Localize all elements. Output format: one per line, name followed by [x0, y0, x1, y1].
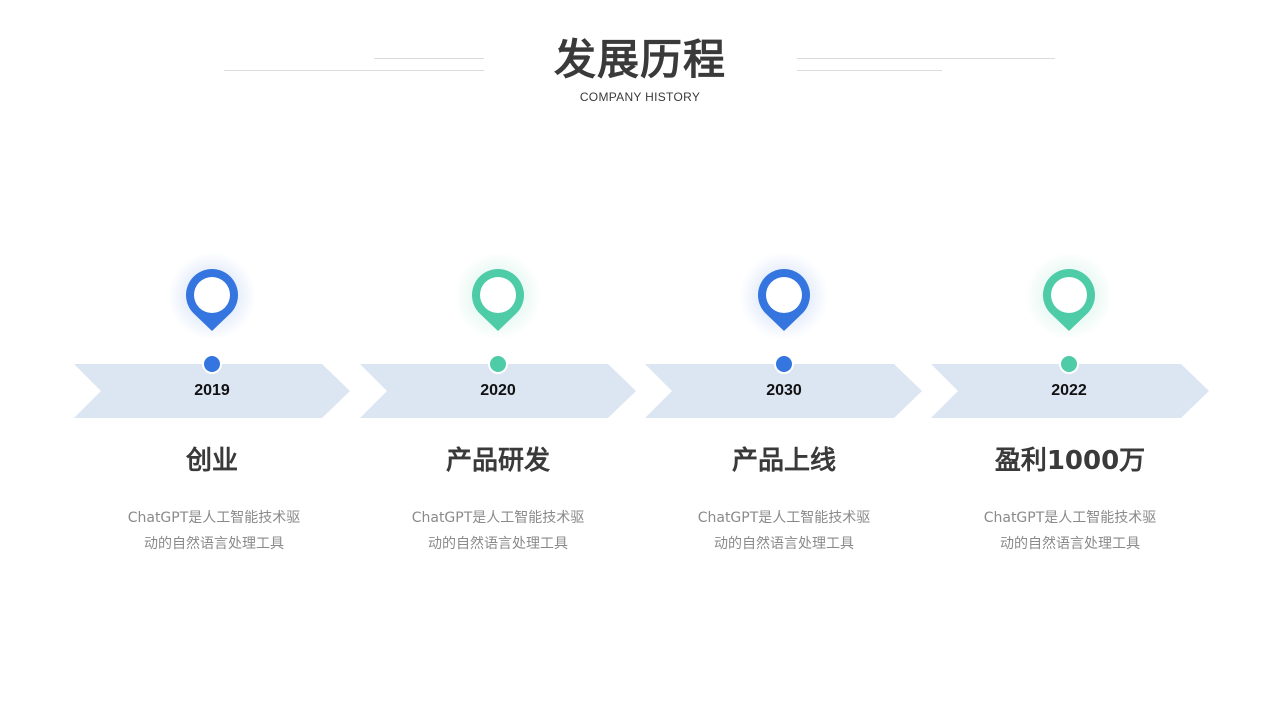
- location-pin-icon: [471, 269, 524, 331]
- description-line: 动的自然语言处理工具: [714, 536, 854, 552]
- description-line: 动的自然语言处理工具: [1000, 536, 1140, 552]
- timeline-step-description: ChatGPT是人工智能技术驱 动的自然语言处理工具: [104, 505, 324, 557]
- timeline-arrow-4: [931, 364, 1209, 418]
- timeline-node-dot: [204, 356, 220, 372]
- header-deco-line-left-short: [374, 58, 484, 59]
- timeline-step-title: 产品研发: [445, 446, 550, 476]
- page-subtitle: COMPANY HISTORY: [579, 90, 701, 104]
- timeline-node-dot: [490, 356, 506, 372]
- timeline-step-description: ChatGPT是人工智能技术驱 动的自然语言处理工具: [388, 505, 608, 557]
- timeline-arrow-2: [360, 364, 636, 418]
- description-line: 动的自然语言处理工具: [144, 536, 284, 552]
- description-line: ChatGPT是人工智能技术驱: [983, 510, 1157, 526]
- timeline-step-title: 产品上线: [731, 446, 836, 476]
- timeline-step-description: ChatGPT是人工智能技术驱 动的自然语言处理工具: [674, 505, 894, 557]
- timeline-node-dot: [1061, 356, 1077, 372]
- timeline-node-dot: [776, 356, 792, 372]
- timeline-step-description: ChatGPT是人工智能技术驱 动的自然语言处理工具: [960, 505, 1180, 557]
- timeline-year: 2030: [766, 382, 802, 399]
- location-pin-icon: [186, 269, 238, 331]
- header-deco-line-right-long: [797, 58, 1055, 59]
- timeline-arrow-1: [74, 364, 350, 418]
- header-deco-line-left-long: [224, 70, 484, 71]
- location-pin-icon: [758, 269, 810, 331]
- description-line: ChatGPT是人工智能技术驱: [697, 510, 871, 526]
- page-title: 发展历程: [553, 35, 726, 84]
- location-pin-icon: [1043, 269, 1095, 331]
- timeline-year: 2020: [480, 382, 516, 399]
- description-line: 动的自然语言处理工具: [428, 536, 568, 552]
- timeline-year: 2019: [194, 382, 230, 399]
- description-line: ChatGPT是人工智能技术驱: [127, 510, 301, 526]
- description-line: ChatGPT是人工智能技术驱: [411, 510, 585, 526]
- timeline-step-title: 盈利1000万: [994, 446, 1146, 476]
- timeline-step-title: 创业: [185, 446, 238, 476]
- header-deco-line-right-short: [797, 70, 942, 71]
- timeline-arrow-3: [645, 364, 922, 418]
- timeline-year: 2022: [1051, 382, 1087, 399]
